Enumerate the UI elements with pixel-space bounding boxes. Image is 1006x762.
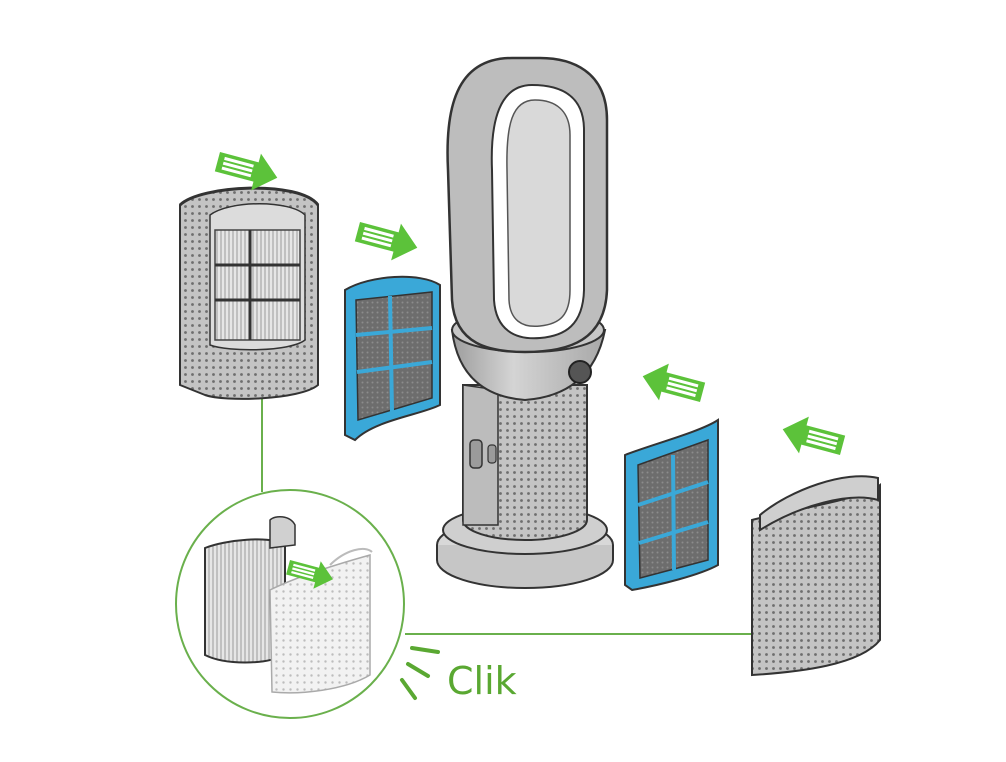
left-outer-shroud	[178, 186, 320, 400]
left-carbon-filter	[344, 275, 441, 442]
click-sound-icon	[400, 646, 440, 700]
purifier-unit	[436, 56, 614, 589]
clik-label: Clik	[447, 659, 517, 703]
detail-inset	[175, 489, 405, 719]
right-outer-shroud	[751, 475, 881, 677]
right-carbon-filter	[624, 418, 719, 592]
